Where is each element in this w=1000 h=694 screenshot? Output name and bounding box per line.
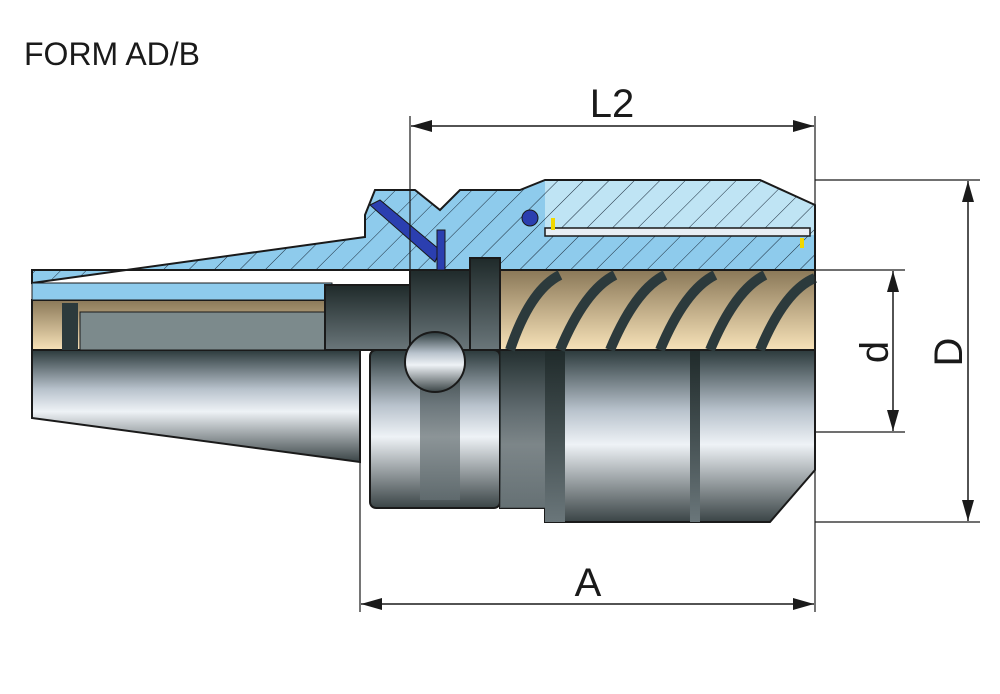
drawing-title: FORM AD/B	[24, 36, 201, 72]
lower-exterior	[31, 349, 816, 523]
dimension-label-A: A	[575, 561, 602, 605]
upper-section	[31, 179, 818, 393]
extension-lines	[359, 116, 980, 612]
dimension-label-d: d	[853, 341, 897, 363]
dimension-label-L2: L2	[590, 82, 635, 126]
spiral-grooves	[505, 270, 818, 352]
dimension-label-D: D	[927, 338, 971, 367]
